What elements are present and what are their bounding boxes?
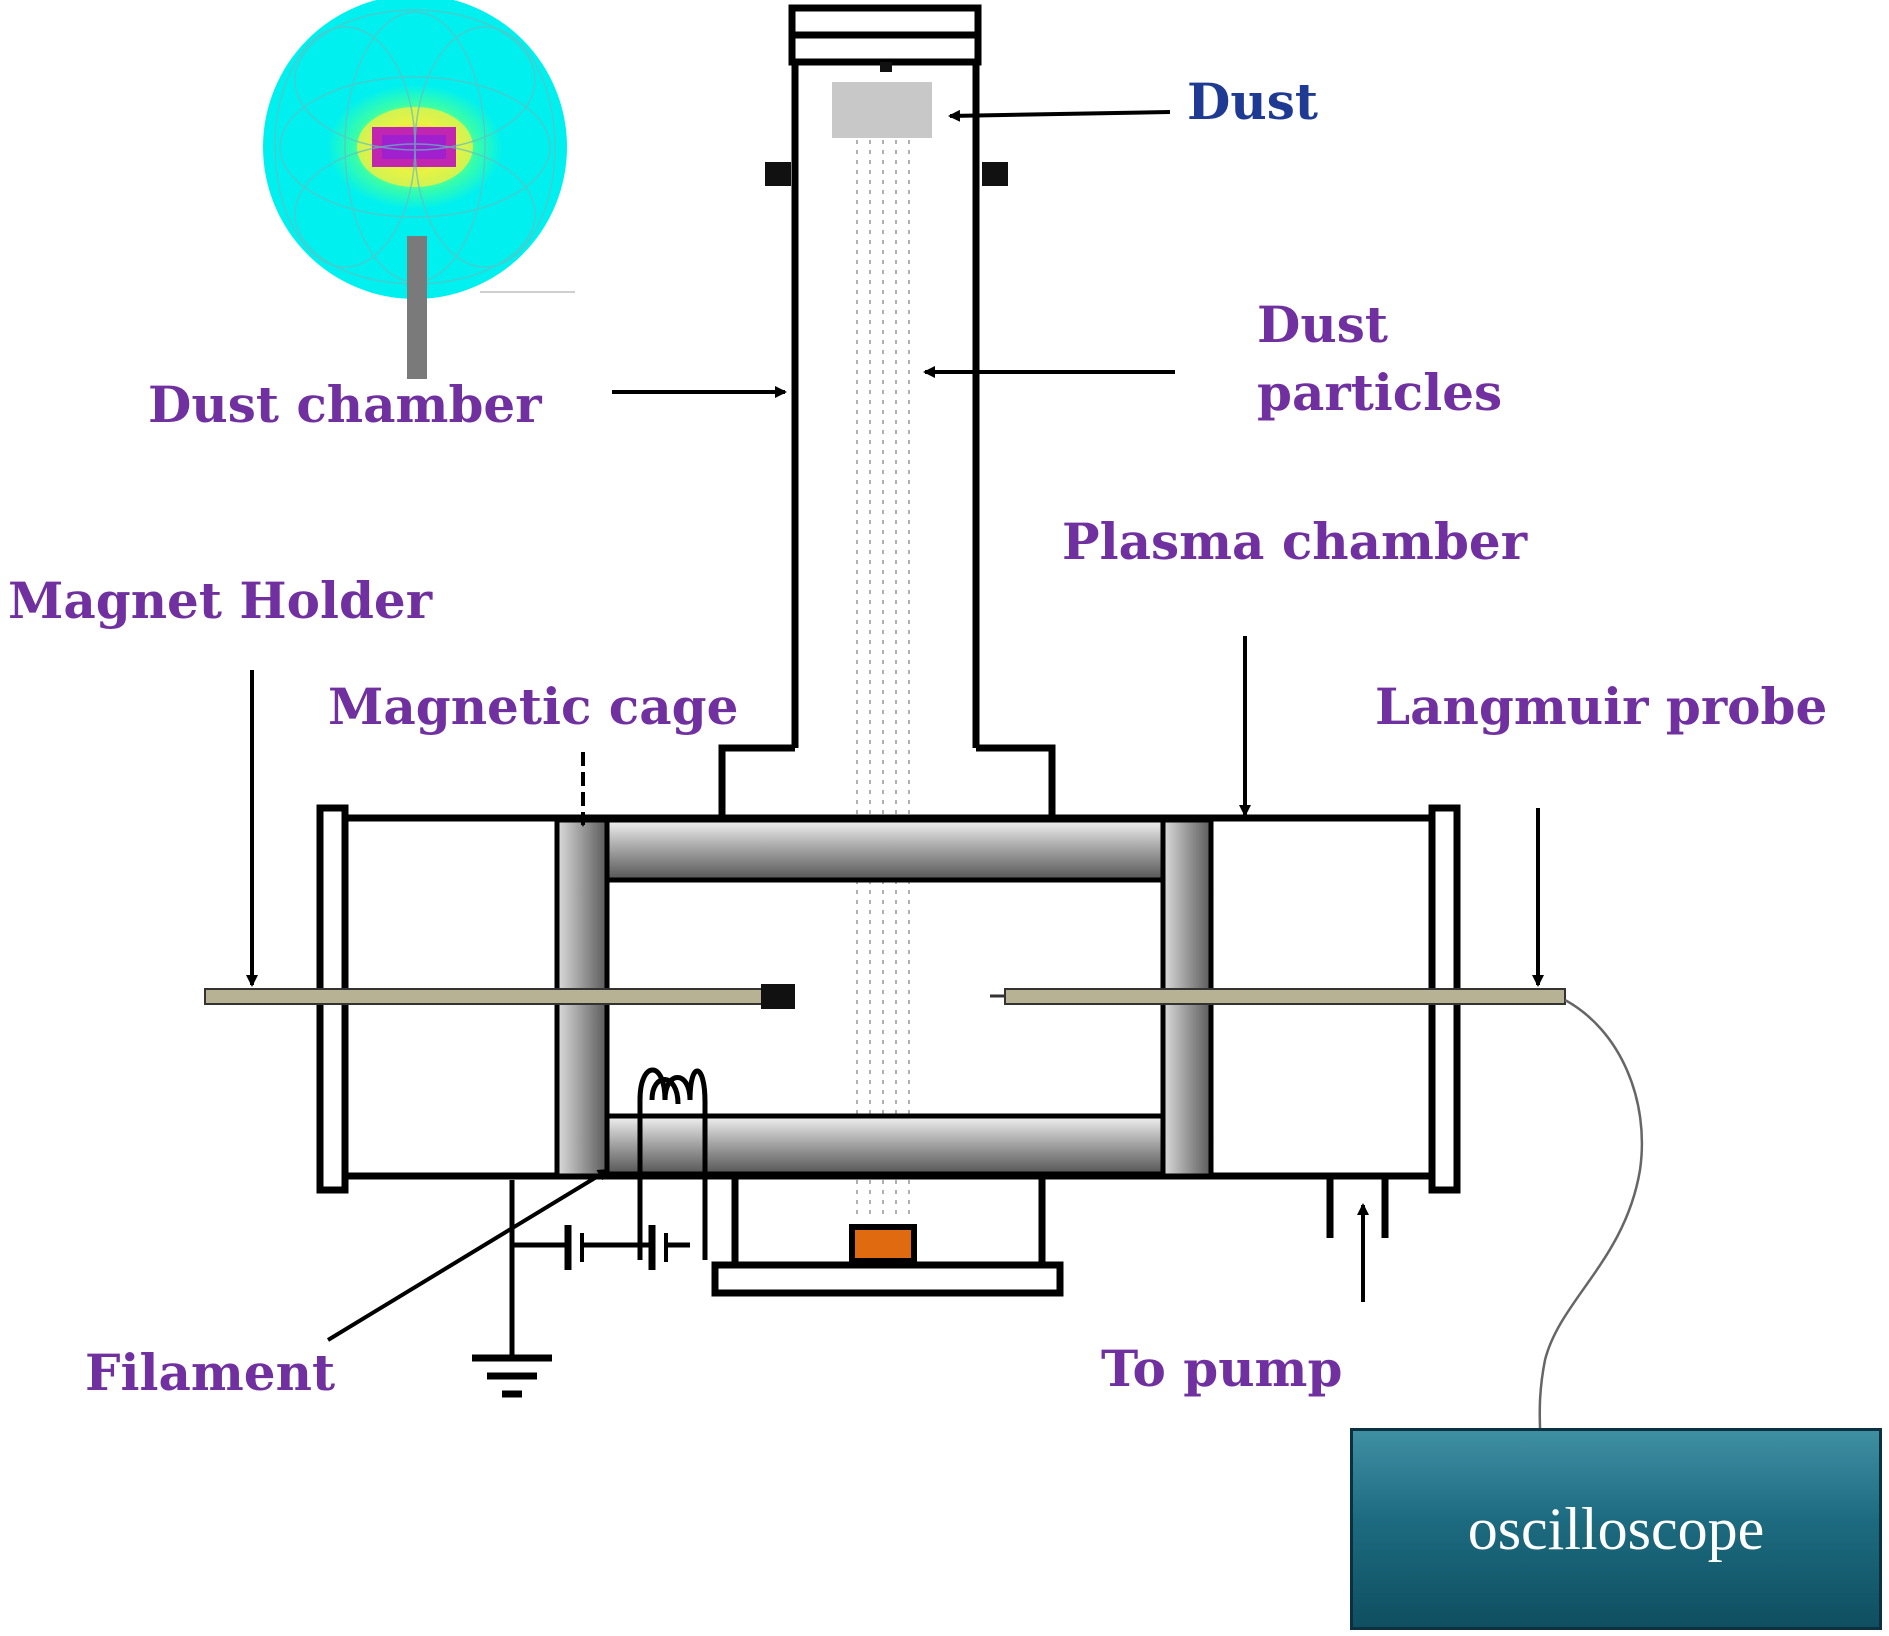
dust-chamber-tube — [718, 4, 1056, 818]
filament-coil-icon — [637, 1067, 708, 1260]
magnet-holder-tip — [761, 984, 795, 1009]
oscilloscope-label: oscilloscope — [1467, 1495, 1765, 1562]
langmuir-probe-rod — [1004, 988, 1566, 1005]
label-dust-particles-line2: particles — [1257, 363, 1503, 422]
dust-particles-stream — [856, 140, 910, 1220]
pointer-arrows — [246, 109, 1544, 1342]
flange-clamp-left — [765, 162, 791, 186]
label-filament: Filament — [85, 1343, 336, 1402]
flange-clamp-right — [982, 162, 1008, 186]
shaker-tip — [880, 62, 892, 72]
label-plasma-chamber: Plasma chamber — [1062, 512, 1528, 571]
magnetic-field-inset-icon — [263, 0, 575, 379]
label-dust-chamber: Dust chamber — [148, 375, 542, 434]
magnet-holder-rod — [204, 988, 766, 1005]
battery-icon — [509, 1180, 690, 1358]
heater-stage — [711, 1176, 1064, 1297]
label-to-pump: To pump — [1101, 1339, 1343, 1398]
ground-icon — [472, 1354, 552, 1398]
label-dust-particles-line1: Dust — [1257, 295, 1388, 354]
probe-cable — [1538, 998, 1644, 1429]
heater-element — [849, 1224, 917, 1264]
label-langmuir-probe: Langmuir probe — [1375, 677, 1828, 736]
pump-port — [1320, 1172, 1395, 1238]
label-dust: Dust — [1187, 72, 1318, 131]
label-magnetic-cage: Magnetic cage — [328, 677, 739, 736]
label-magnet-holder: Magnet Holder — [8, 571, 433, 630]
dust-reservoir — [832, 82, 932, 138]
oscilloscope-box: oscilloscope — [1350, 1428, 1882, 1630]
